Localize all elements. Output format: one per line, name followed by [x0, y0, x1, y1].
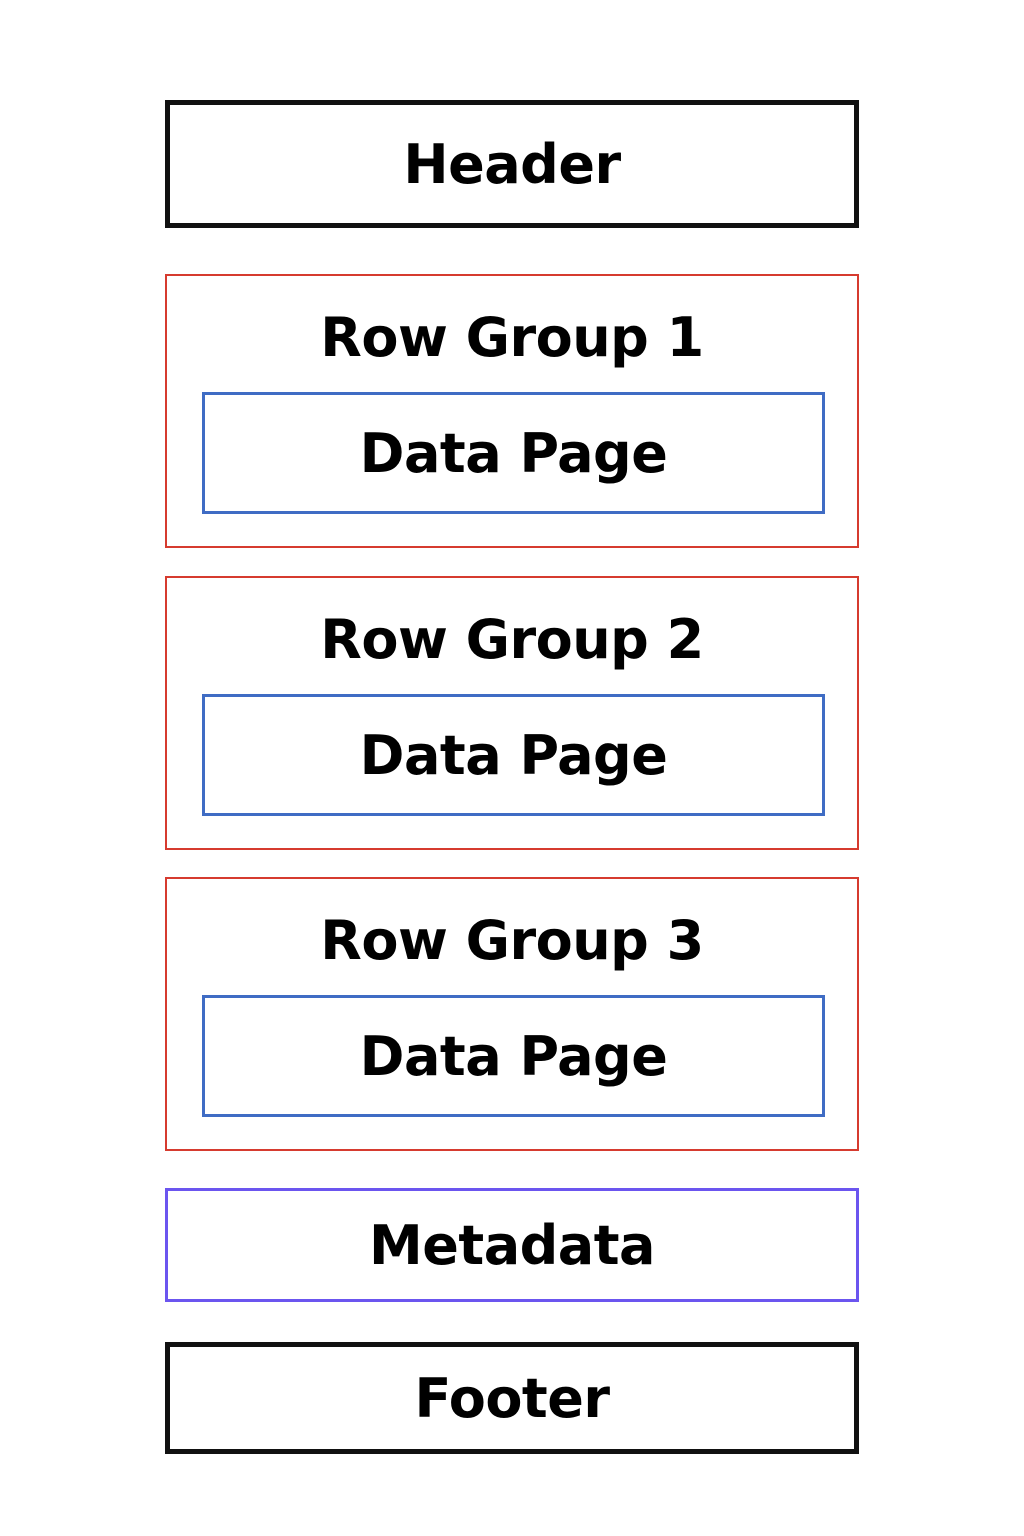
metadata-block: Metadata [165, 1188, 859, 1302]
row-group-2-title: Row Group 2 [320, 608, 704, 671]
row-group-3-data-page: Data Page [202, 995, 825, 1117]
footer-label: Footer [414, 1366, 610, 1430]
row-group-1: Row Group 1 Data Page [165, 274, 859, 548]
row-group-2: Row Group 2 Data Page [165, 576, 859, 850]
data-page-label: Data Page [359, 1024, 668, 1088]
row-group-2-data-page: Data Page [202, 694, 825, 816]
row-group-3: Row Group 3 Data Page [165, 877, 859, 1151]
header-label: Header [403, 132, 621, 196]
data-page-label: Data Page [359, 723, 668, 787]
row-group-1-data-page: Data Page [202, 392, 825, 514]
row-group-3-title: Row Group 3 [320, 909, 704, 972]
header-block: Header [165, 100, 859, 228]
metadata-label: Metadata [369, 1213, 655, 1277]
data-page-label: Data Page [359, 421, 668, 485]
footer-block: Footer [165, 1342, 859, 1454]
row-group-1-title: Row Group 1 [320, 306, 704, 369]
